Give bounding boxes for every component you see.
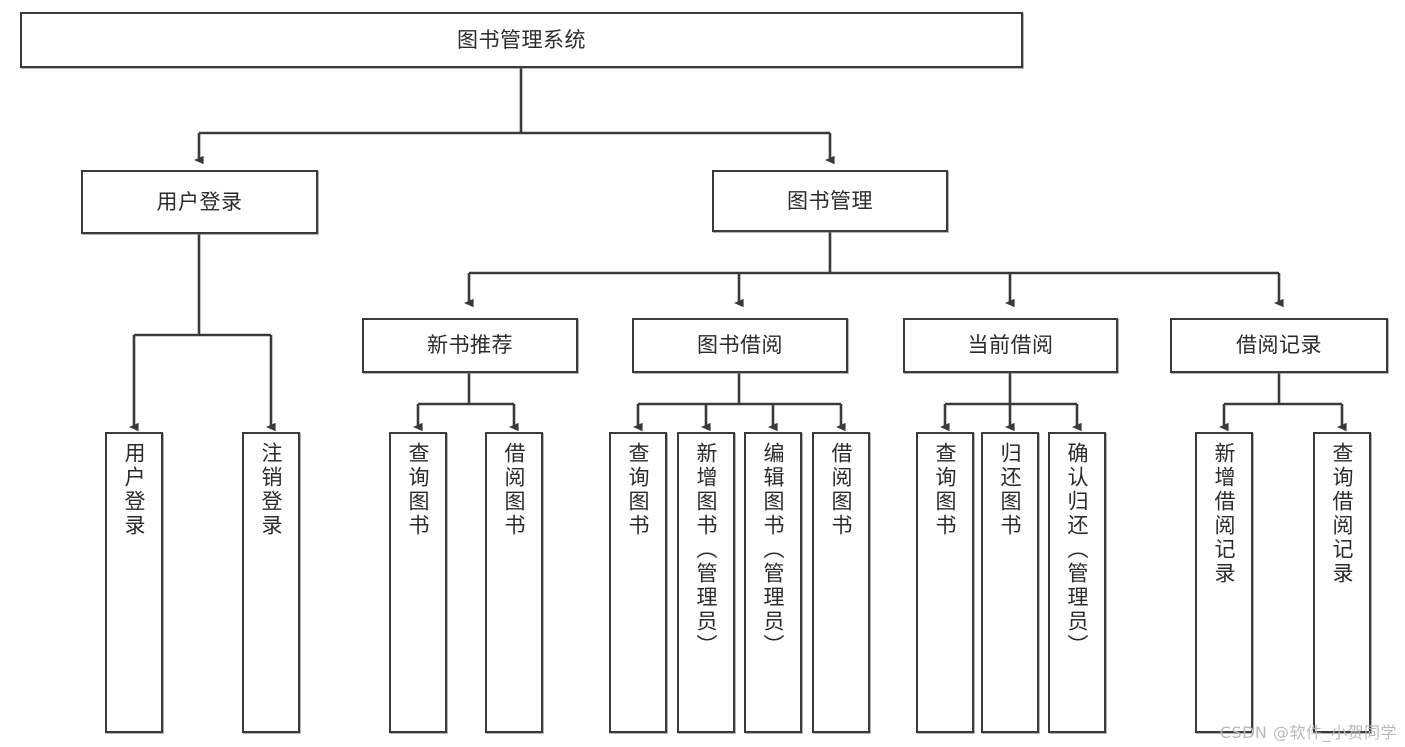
- node-current-borrow[interactable]: 当前借阅: [903, 318, 1118, 373]
- node-label: 图书借阅: [697, 333, 783, 358]
- node-book-borrow[interactable]: 图书借阅: [632, 318, 848, 373]
- leaf-borrow-book-recommend[interactable]: 借阅图书: [485, 432, 543, 733]
- node-user-login[interactable]: 用户登录: [81, 170, 318, 234]
- node-root-system[interactable]: 图书管理系统: [20, 12, 1023, 68]
- node-book-management[interactable]: 图书管理: [712, 170, 948, 232]
- node-label: 查询图书: [406, 442, 431, 538]
- node-label: 确认归还（管理员）: [1065, 442, 1090, 658]
- node-label: 查询借阅记录: [1330, 442, 1355, 586]
- node-label: 新增图书（管理员）: [694, 442, 719, 658]
- leaf-edit-book-admin[interactable]: 编辑图书（管理员）: [744, 432, 802, 733]
- node-label: 当前借阅: [967, 333, 1054, 358]
- node-label: 归还图书: [998, 442, 1023, 538]
- node-label: 图书管理系统: [457, 27, 586, 52]
- node-label: 查询图书: [626, 442, 651, 538]
- node-label: 编辑图书（管理员）: [761, 442, 786, 658]
- node-label: 用户登录: [156, 189, 243, 214]
- node-label: 借阅图书: [829, 442, 854, 538]
- node-label: 新增借阅记录: [1212, 442, 1237, 586]
- leaf-return-book[interactable]: 归还图书: [981, 432, 1039, 733]
- leaf-add-borrow-record[interactable]: 新增借阅记录: [1195, 432, 1253, 733]
- csdn-watermark: CSDN @软件_小贺同学: [1219, 723, 1397, 742]
- leaf-query-book-current[interactable]: 查询图书: [916, 432, 974, 733]
- leaf-logout[interactable]: 注销登录: [242, 432, 300, 733]
- node-label: 新书推荐: [427, 333, 513, 358]
- node-label: 查询图书: [933, 442, 958, 538]
- leaf-query-book-borrow[interactable]: 查询图书: [609, 432, 667, 733]
- node-label: 图书管理: [787, 188, 873, 213]
- node-label: 借阅图书: [502, 442, 527, 538]
- leaf-query-book-recommend[interactable]: 查询图书: [389, 432, 447, 733]
- node-label: 用户登录: [122, 442, 147, 538]
- leaf-borrow-book[interactable]: 借阅图书: [812, 432, 870, 733]
- leaf-query-borrow-record[interactable]: 查询借阅记录: [1313, 432, 1371, 733]
- node-borrow-record[interactable]: 借阅记录: [1170, 318, 1388, 373]
- leaf-user-login[interactable]: 用户登录: [105, 432, 163, 733]
- node-label: 注销登录: [259, 442, 284, 538]
- node-label: 借阅记录: [1236, 333, 1322, 358]
- leaf-confirm-return-admin[interactable]: 确认归还（管理员）: [1048, 432, 1106, 733]
- leaf-add-book-admin[interactable]: 新增图书（管理员）: [677, 432, 735, 733]
- node-new-book-recommend[interactable]: 新书推荐: [362, 318, 578, 373]
